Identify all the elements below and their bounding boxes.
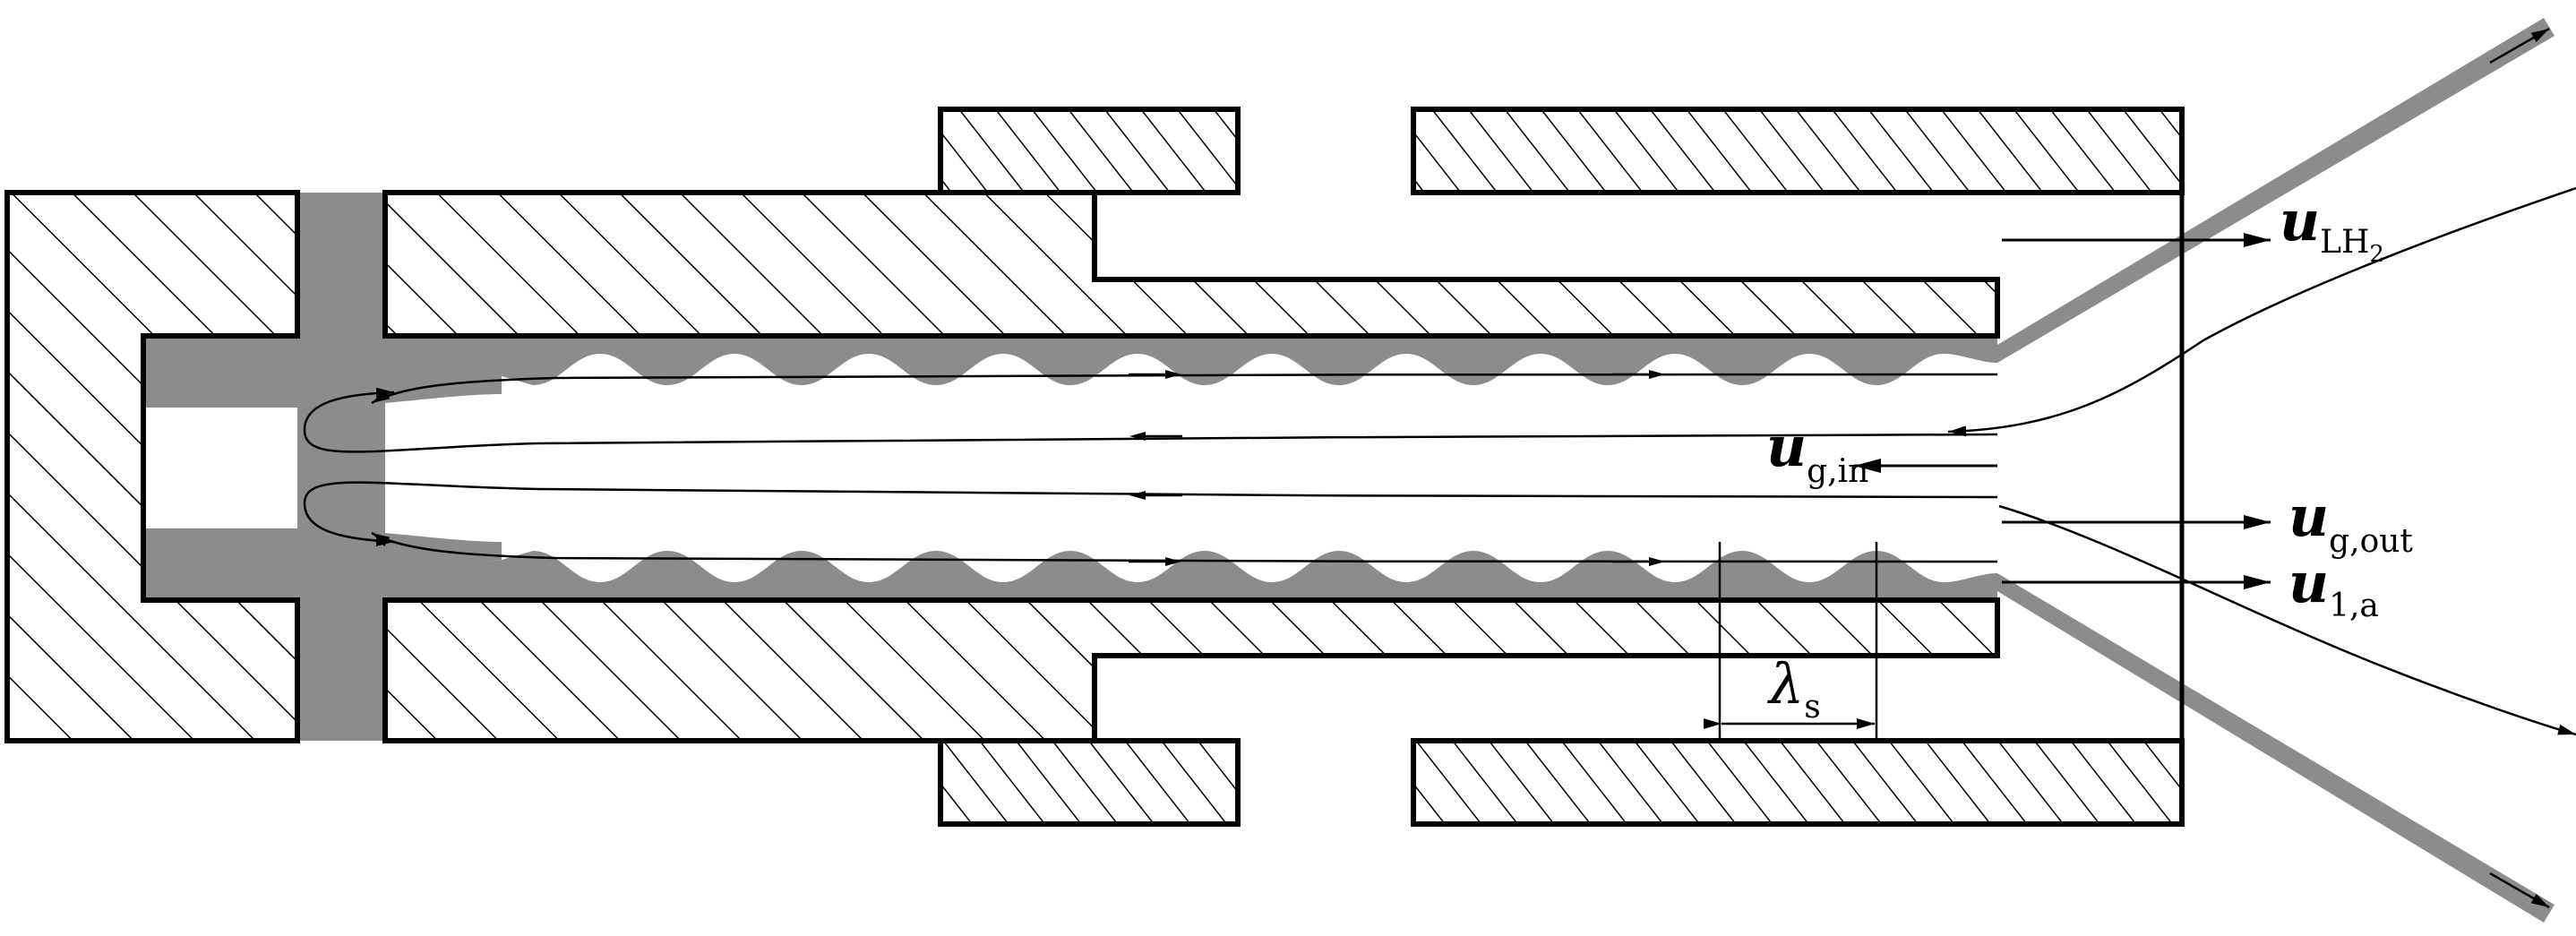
liquid-film <box>143 18 2555 923</box>
outer-sleeve-lower-left <box>938 738 1241 827</box>
label-u-lh2: uLH2 <box>2280 188 2384 268</box>
sheet-upper-arrow <box>2489 27 2550 64</box>
housing-outline <box>940 190 2185 741</box>
outer-sleeve-lower-right <box>1411 738 2185 827</box>
streamline-bottom-outer <box>371 531 1998 563</box>
label-lambda-s: λs <box>1766 651 1821 726</box>
liquid-supply-channel <box>297 193 385 741</box>
streamline-top-outer <box>371 373 1998 405</box>
liquid-sheet-lower <box>1997 573 2555 923</box>
labels: uLH2 ug,in ug,out u1,a λs <box>1766 188 2413 726</box>
velocity-arrows <box>1854 233 2271 589</box>
streamline-bottom-return <box>303 481 1998 546</box>
inner-tube-lower <box>382 597 2000 743</box>
liquid-sheet-upper <box>1997 18 2555 363</box>
liquid-film-top-wavy <box>385 336 1997 385</box>
liquid-film-bottom-wavy <box>385 551 1997 600</box>
streamline-external-upper <box>1947 186 2576 437</box>
outer-sleeve-upper-right <box>1411 107 2185 195</box>
gas-streamlines <box>303 27 2576 909</box>
streamline-external-lower <box>1998 504 2576 736</box>
outer-sleeve-upper-left <box>938 107 1241 195</box>
wavelength-dimension <box>1704 542 1878 743</box>
streamline-top-return <box>303 387 1998 453</box>
label-u-1-a: u1,a <box>2288 550 2379 624</box>
inner-tube-upper <box>382 190 2000 339</box>
injector-body <box>4 107 2185 827</box>
left-body-block <box>4 190 300 743</box>
label-u-g-in: ug,in <box>1766 414 1868 490</box>
label-u-g-out: ug,out <box>2288 484 2413 560</box>
sheet-lower-arrow <box>2489 872 2550 909</box>
